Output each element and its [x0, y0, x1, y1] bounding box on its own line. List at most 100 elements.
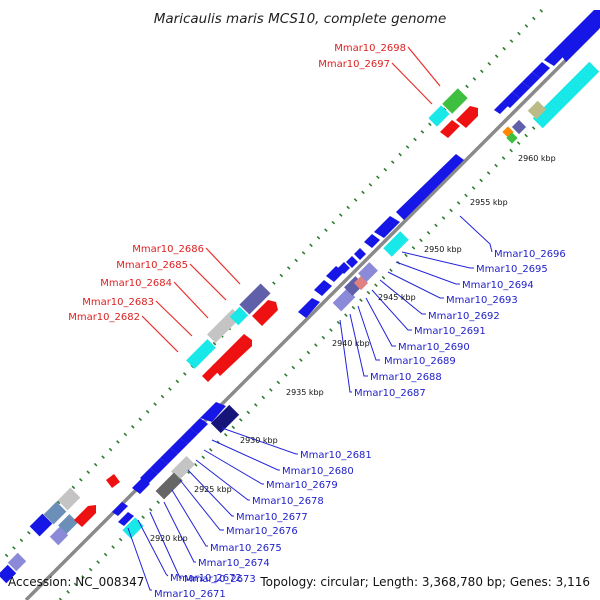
leader-line-2695 — [401, 251, 474, 269]
leader-line-2671 — [127, 527, 152, 591]
leader-line-2692 — [379, 279, 426, 315]
kbp-marker-2955: 2955 kbp — [470, 198, 508, 207]
leader-line-2688 — [349, 313, 368, 377]
red-leader-lines — [141, 46, 441, 353]
gene-block-purple — [511, 119, 527, 135]
gene-label-2695: Mmar10_2695 — [476, 264, 548, 275]
gene-block-cyan — [428, 105, 450, 127]
outer-dotted-line — [4, 4, 548, 558]
gene-arrow-blue — [326, 266, 344, 282]
gene-arrow-blue — [112, 502, 128, 516]
gene-label-2678: Mmar10_2678 — [252, 496, 324, 507]
blue-leader-lines — [127, 215, 493, 591]
gene-arrow-red — [440, 120, 460, 138]
gene-block-steel — [58, 514, 78, 534]
gene-arrow-blue — [396, 154, 464, 220]
outer-strand-genes — [0, 88, 478, 584]
gene-label-2682: Mmar10_2682 — [68, 312, 140, 323]
gene-arrow-blue — [160, 448, 178, 464]
leader-line-2690 — [365, 297, 396, 347]
gene-label-2698: Mmar10_2698 — [334, 43, 406, 54]
gene-arrow-red — [252, 300, 278, 326]
gene-arrow-blue — [512, 82, 530, 98]
gene-label-2672: Mmar10_2672 — [170, 573, 242, 584]
kbp-marker-2960: 2960 kbp — [518, 154, 556, 163]
gene-block-navy — [210, 404, 240, 434]
gene-arrow-blue — [180, 428, 198, 444]
inner-strand-genes — [112, 10, 600, 539]
gene-block-blue — [29, 513, 53, 537]
gene-label-2694: Mmar10_2694 — [462, 280, 534, 291]
gene-block-cyan — [532, 61, 600, 129]
gene-label-2679: Mmar10_2679 — [266, 480, 338, 491]
gene-label-2685: Mmar10_2685 — [116, 260, 188, 271]
gene-block-green — [442, 88, 468, 114]
gene-arrow-blue — [338, 262, 350, 274]
gene-label-2686: Mmar10_2686 — [132, 244, 204, 255]
gene-label-2693: Mmar10_2693 — [446, 295, 518, 306]
gene-label-2671: Mmar10_2671 — [154, 589, 226, 600]
gene-label-2684: Mmar10_2684 — [100, 278, 172, 289]
gene-arrow-red — [456, 106, 478, 128]
leader-line-2677 — [187, 469, 234, 517]
gene-label-2687: Mmar10_2687 — [354, 388, 426, 399]
gene-block-lavender — [332, 288, 356, 312]
gene-label-2673: Mmar10_2673 — [184, 574, 256, 585]
leader-line-2686 — [205, 247, 241, 285]
leader-line-2680 — [211, 439, 280, 471]
gene-arrow-blue — [150, 458, 168, 474]
leader-line-2673 — [149, 511, 182, 579]
map-title: Maricaulis maris MCS10, complete genome — [154, 11, 447, 27]
leader-line-2684 — [173, 281, 209, 319]
gene-arrow-blue — [494, 102, 508, 114]
leader-line-2674 — [163, 501, 196, 563]
gene-label-2689: Mmar10_2689 — [384, 356, 456, 367]
leader-line-2672 — [137, 519, 169, 577]
gene-block-cyan — [186, 339, 216, 369]
gene-arrow-red — [212, 334, 252, 376]
leader-line-2675 — [171, 489, 208, 547]
leader-line-2696 — [459, 215, 493, 253]
gene-arrow-blue — [298, 298, 320, 318]
gene-label-2692: Mmar10_2692 — [428, 311, 500, 322]
inner-dotted-line — [58, 62, 600, 600]
gene-block-purple — [239, 283, 271, 315]
gene-block-steel — [43, 501, 67, 525]
red-gene-labels: Mmar10_2698 Mmar10_2697 Mmar10_2686 Mmar… — [68, 43, 406, 323]
gene-block-cyan — [122, 517, 144, 539]
kbp-marker-2920: 2920 kbp — [150, 534, 188, 543]
gene-arrow-blue — [314, 280, 332, 296]
gene-block-lavender — [49, 526, 69, 546]
leader-line-2681 — [221, 427, 298, 455]
gene-arrow-blue — [522, 72, 540, 88]
gene-label-2675: Mmar10_2675 — [210, 543, 282, 554]
gene-arrow-blue — [346, 256, 358, 268]
gene-label-2683: Mmar10_2683 — [82, 297, 154, 308]
kbp-marker-2940: 2940 kbp — [332, 339, 370, 348]
gene-block-cyan — [383, 231, 409, 257]
leader-line-2683 — [155, 300, 193, 337]
gene-arrow-red — [74, 505, 96, 527]
gene-label-2677: Mmar10_2677 — [236, 512, 308, 523]
gene-arrow-blue — [354, 248, 366, 260]
gene-arrow-blue — [140, 468, 158, 484]
leader-line-2698 — [407, 46, 441, 87]
leader-line-2689 — [357, 305, 380, 361]
gene-arrow-blue — [556, 10, 600, 62]
gene-arrow-blue — [502, 92, 520, 108]
kbp-marker-2935: 2935 kbp — [286, 388, 324, 397]
accession-text: Accession: NC_008347 — [8, 575, 144, 589]
gene-block-darkgray — [155, 472, 183, 500]
gene-arrow-blue — [364, 234, 380, 248]
leader-line-2694 — [395, 261, 460, 285]
gene-block-khaki — [527, 100, 547, 120]
gene-label-2690: Mmar10_2690 — [398, 342, 470, 353]
gene-label-2697: Mmar10_2697 — [318, 59, 390, 70]
gene-arrow-blue — [200, 402, 226, 422]
leader-line-2697 — [391, 62, 433, 105]
gene-label-2676: Mmar10_2676 — [226, 526, 298, 537]
gene-block-blue — [0, 564, 17, 584]
leader-line-2682 — [141, 315, 179, 353]
gene-block-lavender — [358, 262, 378, 282]
gene-block-cyan — [229, 306, 249, 326]
